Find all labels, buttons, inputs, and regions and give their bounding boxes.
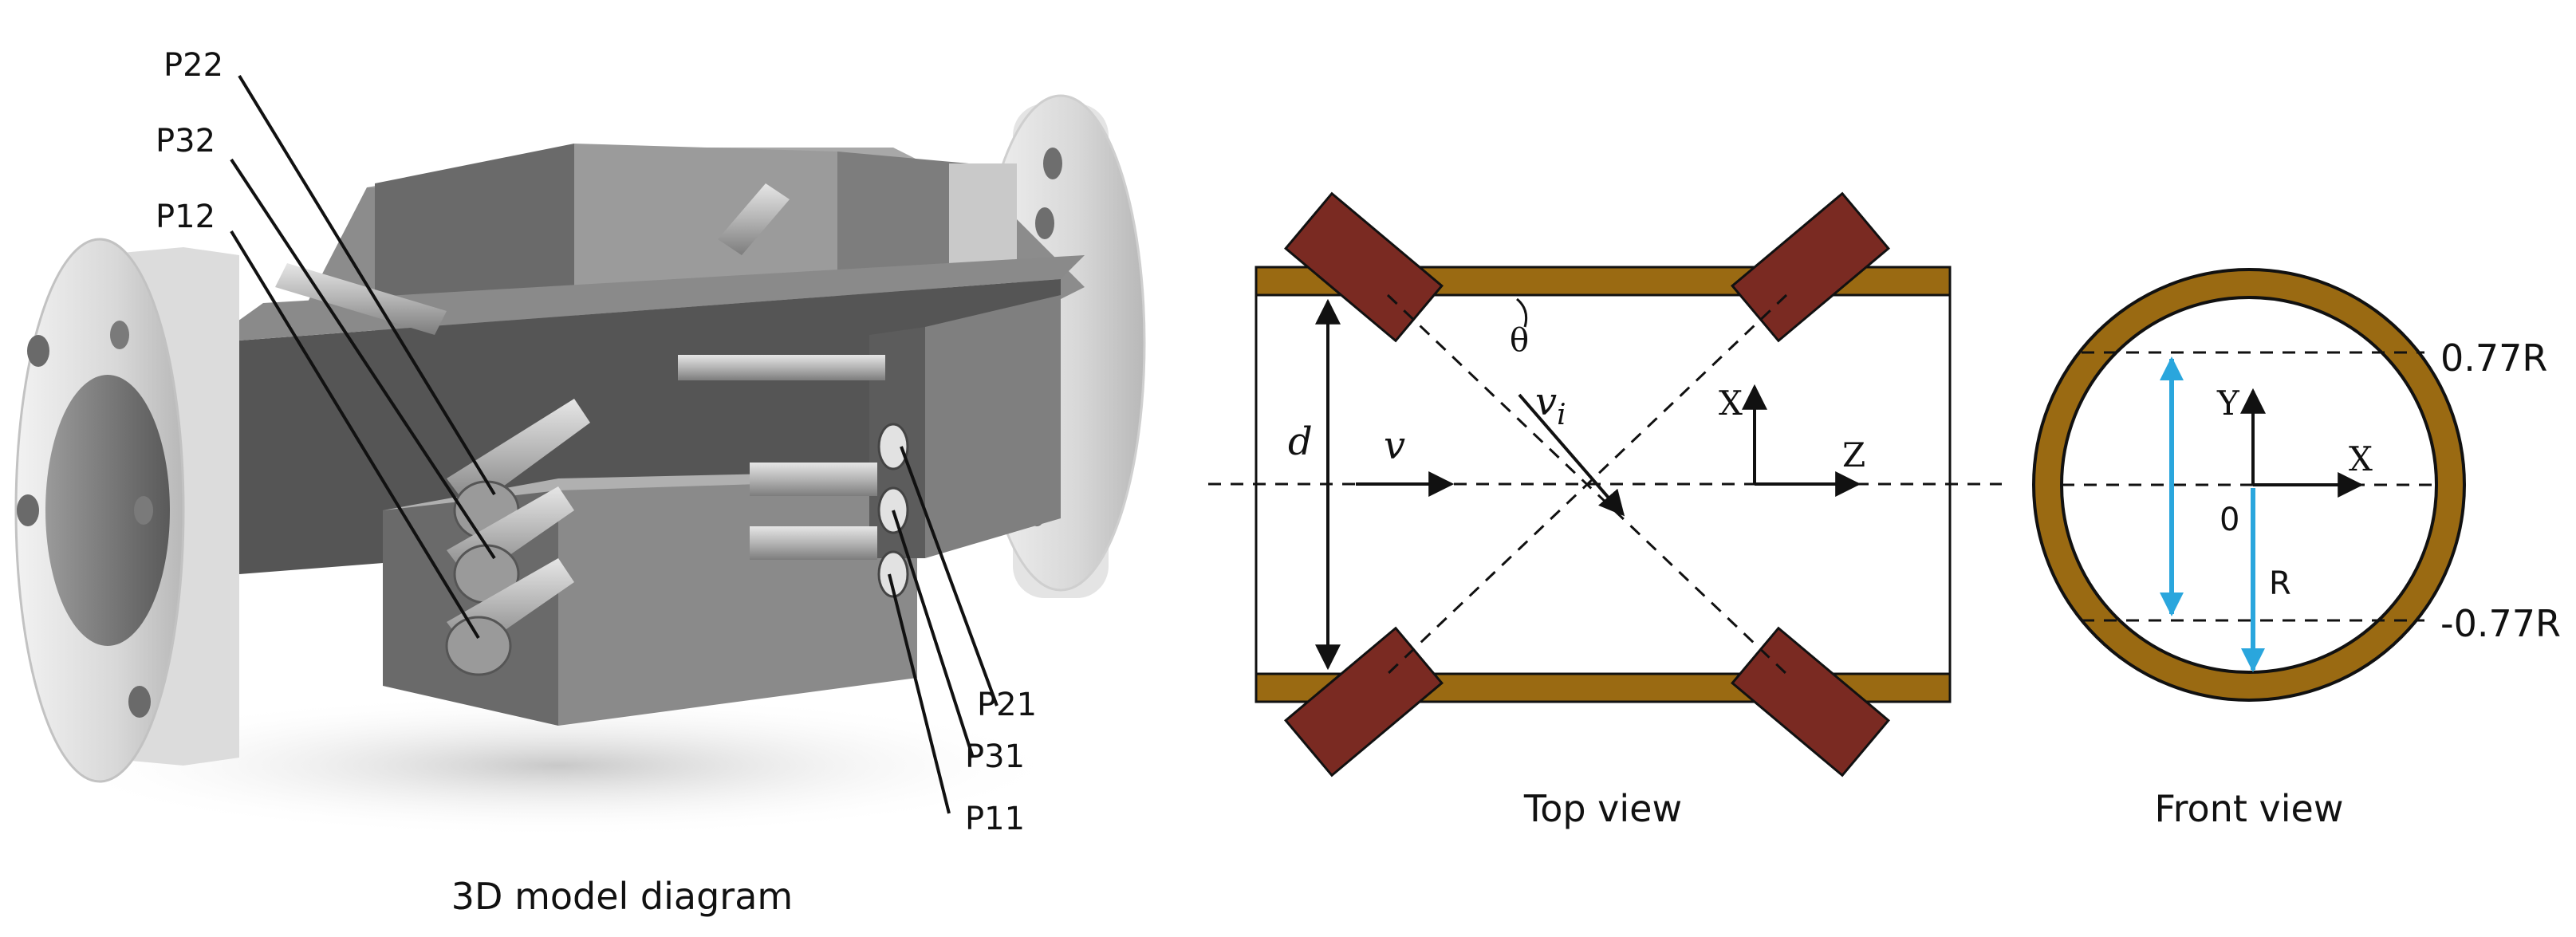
leader-p22 <box>238 74 496 496</box>
label-velocity: v <box>1384 423 1405 468</box>
leader-p21 <box>900 446 998 707</box>
transducer-top-right <box>1731 191 1890 343</box>
label-velocity-i: vi <box>1535 380 1566 431</box>
label-diameter: d <box>1288 419 1313 464</box>
label-axis-x: X <box>1719 384 1743 423</box>
label-p21: P21 <box>977 687 1037 723</box>
caption-3d-model: 3D model diagram <box>451 875 793 918</box>
probe-tubes-right <box>678 355 909 598</box>
model-3d-panel: P22 P32 P12 P21 P31 P11 3D model diagram <box>14 47 1146 918</box>
velocity-i-arrow <box>1518 393 1625 517</box>
label-front-axis-y: Y <box>2216 384 2240 423</box>
left-flange <box>14 238 239 783</box>
top-view-panel: d v vi θ X Z Top view <box>1208 191 2002 830</box>
label-p22: P22 <box>163 47 223 84</box>
label-p32: P32 <box>156 123 215 159</box>
leader-p31 <box>892 510 975 758</box>
leader-p11 <box>888 573 951 814</box>
ground-shadow <box>48 694 1069 837</box>
transducer-bottom-right <box>1731 626 1890 778</box>
leader-p32 <box>230 158 496 560</box>
right-probe-block <box>925 295 1061 558</box>
transducer-top-left <box>1284 191 1444 343</box>
lower-block-side <box>558 478 917 726</box>
label-radius: R <box>2269 565 2291 602</box>
label-p12: P12 <box>156 199 215 235</box>
leader-p12 <box>230 230 480 640</box>
front-view-panel: Y X 0 R 0.77R -0.77R Front view <box>2032 268 2561 830</box>
angle-arc <box>1516 297 1528 328</box>
label-front-axis-x: X <box>2349 439 2373 478</box>
label-axis-z: Z <box>1842 435 1865 474</box>
caption-top-view: Top view <box>1523 787 1682 830</box>
acoustic-path-2 <box>1386 293 1788 675</box>
transducer-bottom-left <box>1284 626 1444 778</box>
caption-front-view: Front view <box>2155 787 2344 830</box>
probe-tubes-left <box>275 183 790 676</box>
label-origin: 0 <box>2220 502 2239 538</box>
label-p31: P31 <box>965 738 1025 775</box>
label-upper-chord: 0.77R <box>2440 337 2547 380</box>
label-p11: P11 <box>965 801 1025 837</box>
label-angle: θ <box>1510 322 1529 359</box>
label-lower-chord: -0.77R <box>2440 602 2561 645</box>
